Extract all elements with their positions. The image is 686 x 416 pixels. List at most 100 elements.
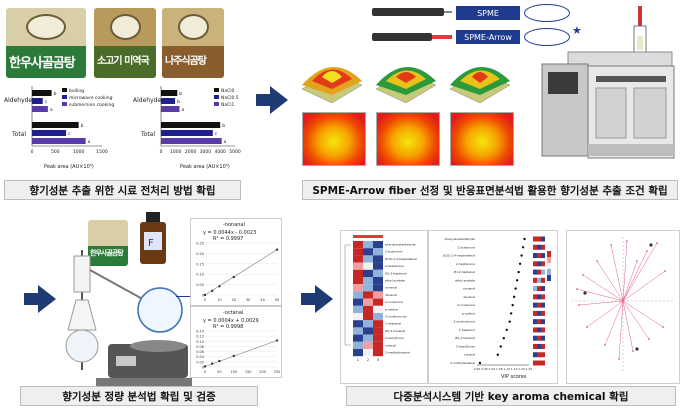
vip-side-cell <box>537 343 541 349</box>
bar <box>161 98 176 104</box>
heatmap-cell <box>373 327 383 335</box>
heatmap-cell <box>373 269 383 277</box>
heatmap-cell <box>363 262 373 270</box>
vip-compound-label: (E)-2-heptenal <box>453 270 475 274</box>
bar <box>32 122 79 128</box>
legend-label: NaCl0 <box>221 89 235 94</box>
vip-side-cell <box>541 253 545 259</box>
sig-letter: b <box>54 91 57 97</box>
vip-side-cell <box>541 244 545 250</box>
vip-point <box>514 287 517 290</box>
y-tick-label: 0.04 <box>196 355 205 359</box>
heatmap-cell <box>363 284 373 292</box>
tick-label: 500 <box>51 149 60 154</box>
loading-tip <box>596 260 598 262</box>
trend-line <box>204 340 278 367</box>
vip-compound-label: octanal <box>464 353 475 357</box>
product-package-1: 한우사골곰탕 <box>6 8 86 78</box>
heatmap-cell <box>363 334 373 342</box>
loading-tip <box>648 338 650 340</box>
loading-vector <box>576 288 624 302</box>
x-tick-label: 20 <box>232 298 236 302</box>
x-tick-label: 0.90 <box>474 367 481 371</box>
product-package-4-name: 한우사골곰탕 <box>90 249 124 257</box>
vip-side-cell <box>533 310 537 316</box>
heatmap-cell <box>373 255 383 263</box>
vip-side-cell <box>533 335 537 341</box>
y-tick-label: 0.05 <box>196 283 204 287</box>
heatmap-row-label: (E,E)-2,4-heptadienal <box>385 257 417 261</box>
vip-compound-label: 2-butanone <box>458 245 475 249</box>
data-point <box>211 289 214 293</box>
tick-label: 4000 <box>214 149 226 154</box>
vip-compound-label: decanal <box>463 295 475 299</box>
vip-compound-label: 2-undecanone <box>453 320 475 324</box>
data-point <box>232 275 235 279</box>
heatmap-row-label: 2-heptanone <box>385 264 404 268</box>
arrow-right-icon <box>256 86 288 114</box>
data-point <box>218 285 221 288</box>
loading-vector <box>622 270 666 302</box>
loading-vector <box>622 300 650 340</box>
bar-left-cat-total: Total <box>12 131 27 138</box>
vip-point <box>523 237 526 241</box>
soup-bowl-icon <box>109 14 141 40</box>
tick-label: 1500 <box>96 149 108 154</box>
vip-side-cell <box>533 286 537 292</box>
x-tick-label: 1.25 <box>526 367 533 371</box>
loading-vector <box>618 300 624 360</box>
x-tick-label: 0 <box>204 298 206 302</box>
legend-entry: NaCl1 <box>214 102 239 109</box>
heatmap-cell <box>363 298 373 306</box>
heatmap-cell <box>363 320 373 328</box>
bar-right-cat-total: Total <box>141 131 156 138</box>
bar <box>32 90 52 96</box>
bar <box>32 130 67 136</box>
tick-label: 3000 <box>200 149 212 154</box>
vip-colorbar <box>547 275 551 281</box>
loading-tip <box>636 260 638 262</box>
tick-label: 0 <box>160 149 163 154</box>
heatmap-cell <box>373 349 383 357</box>
heatmap-cell <box>373 291 383 299</box>
gc-ms-instrument-icon <box>541 6 675 159</box>
vip-point <box>478 361 482 365</box>
vip-side-cell <box>541 335 545 341</box>
loading-vector <box>582 274 624 302</box>
group-bar <box>353 235 383 238</box>
legend-label: microwave cooking <box>69 96 113 101</box>
spme-arrow-label-box: SPME-Arrow <box>456 30 520 44</box>
heatmap-cell <box>363 248 373 256</box>
octanal-r2: R² = 0.9998 <box>213 324 244 330</box>
vip-side-cell <box>533 261 537 267</box>
heatmap-cell <box>353 262 363 270</box>
vip-side-cell <box>541 294 545 300</box>
caption-panel1: 향기성분 추출 위한 시료 전처리 방법 확립 <box>4 180 241 200</box>
calibration-chart-octanal: -octanal y = 0.0004x + 0.0029 R² = 0.999… <box>190 306 282 378</box>
vip-compound-label: ethyl acetate <box>455 278 475 282</box>
heatmap-cell <box>353 291 363 299</box>
legend-swatch <box>62 88 67 92</box>
y-tick-label: 0.15 <box>196 262 204 266</box>
sample-point <box>583 291 587 295</box>
bar <box>161 122 221 128</box>
sample-point <box>635 347 639 351</box>
vip-side-cell <box>537 319 541 325</box>
vip-side-cell <box>533 294 537 300</box>
vip-side-cell <box>537 277 541 283</box>
loading-vector <box>596 260 624 302</box>
vip-side-cell <box>533 360 537 366</box>
loading-tip <box>582 274 584 276</box>
response-surface-3 <box>449 66 511 104</box>
heatmap-cell <box>373 277 383 285</box>
y-tick-label: 0.02 <box>196 360 204 364</box>
product-package-band <box>94 46 156 78</box>
data-point <box>203 365 207 368</box>
nonanal-title: -nonanal <box>223 222 245 228</box>
heatmap-col-label: 3 <box>377 358 379 362</box>
vip-colorbar <box>547 251 551 257</box>
